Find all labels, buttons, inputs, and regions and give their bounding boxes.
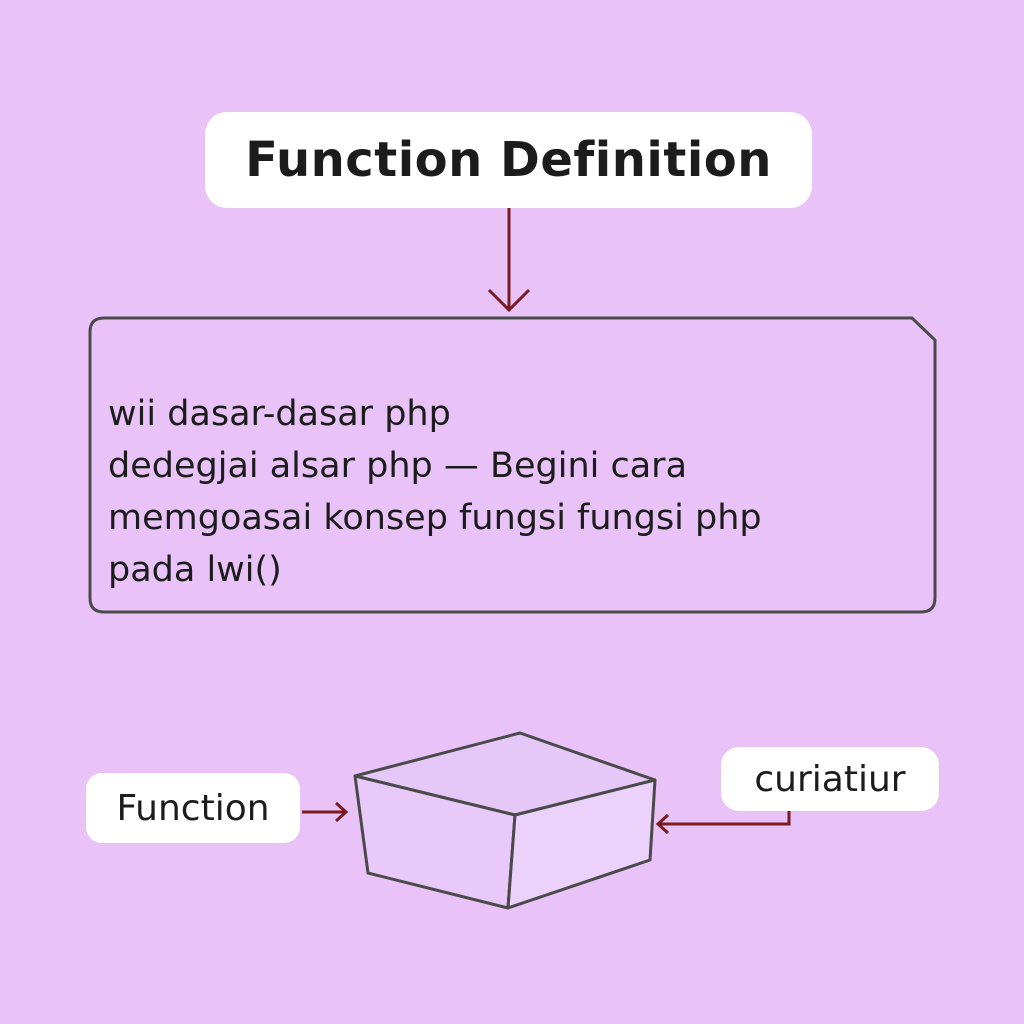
right-arrow — [655, 805, 791, 835]
text-line: memgoasai konsep fungsi fungsi php — [108, 498, 762, 538]
text-line: wii dasar-dasar php — [108, 394, 451, 434]
text-line: pada lwi() — [108, 550, 282, 590]
title-label: Function Definition — [205, 112, 812, 208]
text-line: dedegjai alsar php — Begini cara — [108, 446, 688, 486]
definition-text: wii dasar-dasar php dedegjai alsar php —… — [108, 388, 888, 596]
definition-box — [88, 316, 937, 614]
right-label: curiatiur — [721, 747, 939, 811]
function-label: Function — [86, 773, 300, 843]
cube-shape — [353, 731, 657, 910]
left-arrow — [302, 801, 349, 823]
down-arrow — [487, 208, 531, 313]
